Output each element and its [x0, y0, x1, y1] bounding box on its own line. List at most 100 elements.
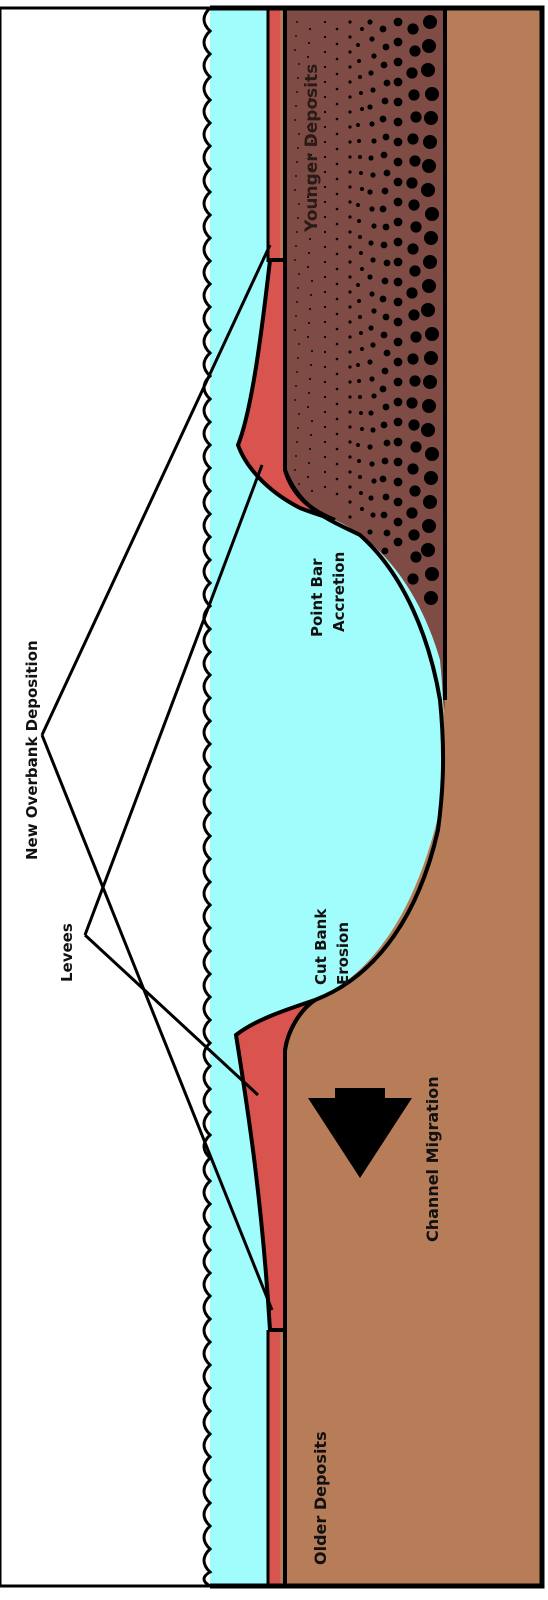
- sediment-grain: [409, 375, 420, 386]
- sediment-grain: [394, 418, 403, 427]
- sediment-grain: [394, 158, 403, 167]
- label-younger-deposits: Younger Deposits: [302, 64, 322, 233]
- sediment-grain: [348, 365, 351, 368]
- sediment-grain: [383, 224, 390, 231]
- sediment-grain: [308, 392, 310, 394]
- sediment-grain: [381, 422, 388, 429]
- sediment-grain: [369, 36, 374, 41]
- sediment-grain: [357, 219, 361, 223]
- sediment-grain: [408, 89, 419, 100]
- sediment-grain: [394, 98, 403, 107]
- sediment-grain: [422, 519, 436, 533]
- sediment-grain: [394, 18, 403, 27]
- label-levees: Levees: [58, 923, 76, 982]
- sediment-grain: [309, 238, 311, 240]
- sediment-grain: [356, 123, 360, 127]
- sediment-grain: [296, 371, 298, 373]
- sediment-grain: [368, 410, 373, 415]
- sediment-grain: [357, 379, 361, 383]
- sediment-grain: [324, 21, 326, 23]
- sediment-grain: [394, 238, 403, 247]
- sediment-grain: [336, 43, 339, 46]
- sediment-grain: [406, 67, 417, 78]
- sediment-grain: [367, 104, 372, 109]
- sediment-grain: [409, 45, 420, 56]
- sediment-grain: [348, 125, 351, 128]
- sediment-grain: [324, 486, 326, 488]
- sediment-grain: [348, 80, 351, 83]
- sediment-grain: [360, 507, 364, 511]
- sediment-grain: [336, 88, 339, 91]
- sediment-grain: [381, 242, 388, 249]
- sediment-grain: [423, 495, 437, 509]
- sediment-grain: [380, 26, 387, 33]
- sediment-grain: [348, 440, 351, 443]
- sediment-grain: [348, 500, 351, 503]
- sediment-grain: [421, 303, 435, 317]
- sediment-grain: [382, 368, 389, 375]
- sediment-grain: [324, 51, 326, 53]
- sediment-grain: [410, 331, 421, 342]
- label-point-bar-line2: Accretion: [330, 552, 348, 632]
- sediment-grain: [298, 413, 300, 415]
- sediment-grain: [297, 357, 299, 359]
- sediment-grain: [394, 138, 403, 147]
- sediment-grain: [336, 163, 339, 166]
- sediment-grain: [356, 283, 360, 287]
- sediment-grain: [406, 507, 417, 518]
- sediment-grain: [356, 443, 360, 447]
- sediment-grain: [324, 261, 326, 263]
- sediment-grain: [296, 161, 298, 163]
- sediment-grain: [308, 462, 310, 464]
- sediment-grain: [297, 217, 299, 219]
- sediment-grain: [297, 77, 299, 79]
- sediment-grain: [369, 121, 374, 126]
- sediment-grain: [424, 471, 438, 485]
- sediment-grain: [296, 231, 298, 233]
- overbank-layer-top: [268, 8, 280, 270]
- sediment-grain: [409, 265, 420, 276]
- sediment-grain: [371, 53, 376, 58]
- sediment-grain: [356, 43, 360, 47]
- sediment-grain: [394, 398, 403, 407]
- sediment-grain: [368, 240, 373, 245]
- sediment-grain: [380, 296, 387, 303]
- sediment-grain: [382, 548, 389, 555]
- sediment-grain: [407, 353, 418, 364]
- sediment-grain: [369, 291, 374, 296]
- sediment-grain: [324, 246, 326, 248]
- sediment-grain: [324, 186, 326, 188]
- sediment-grain: [357, 459, 361, 463]
- sediment-grain: [298, 273, 300, 275]
- sediment-grain: [410, 441, 421, 452]
- sediment-grain: [295, 245, 297, 247]
- sediment-grain: [311, 420, 313, 422]
- sediment-grain: [370, 342, 375, 347]
- sediment-grain: [358, 75, 362, 79]
- sediment-grain: [324, 441, 326, 443]
- sediment-grain: [336, 343, 339, 346]
- sediment-grain: [422, 159, 436, 173]
- sediment-grain: [425, 447, 439, 461]
- sediment-grain: [384, 170, 391, 177]
- sediment-grain: [348, 230, 351, 233]
- sediment-grain: [382, 278, 389, 285]
- sediment-grain: [348, 410, 351, 413]
- sediment-grain: [348, 110, 351, 113]
- sediment-grain: [382, 188, 389, 195]
- sediment-grain: [324, 81, 326, 83]
- sediment-grain: [298, 203, 300, 205]
- sediment-grain: [309, 448, 311, 450]
- sediment-grain: [307, 406, 309, 408]
- sediment-grain: [309, 28, 311, 30]
- sediment-grain: [425, 327, 439, 341]
- sediment-grain: [410, 111, 421, 122]
- sediment-grain: [336, 388, 339, 391]
- sediment-grain: [360, 347, 364, 351]
- sediment-grain: [336, 313, 339, 316]
- sediment-grain: [324, 276, 326, 278]
- sediment-grain: [336, 208, 339, 211]
- sediment-grain: [310, 294, 312, 296]
- sediment-grain: [358, 315, 362, 319]
